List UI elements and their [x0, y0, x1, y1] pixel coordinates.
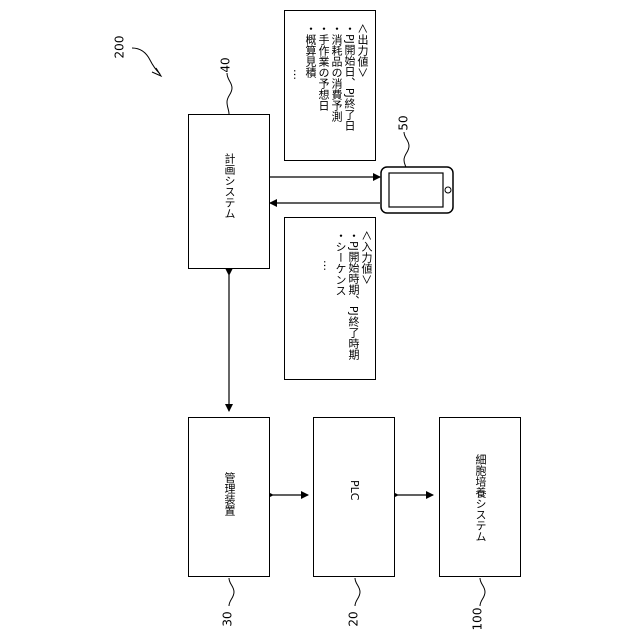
- leader-30: [229, 578, 234, 606]
- ref-20: 20: [347, 611, 361, 626]
- output-note-ellipsis: …: [291, 23, 304, 131]
- ref-30: 30: [221, 611, 235, 626]
- output-note-line-3: ・手作業の予想日: [317, 23, 330, 131]
- input-note-text: ＜入力値＞ ・PJ開始時期、PJ終了時期 ・シーケンス …: [321, 230, 373, 360]
- ref-200: 200: [112, 36, 126, 59]
- input-note-heading: ＜入力値＞: [360, 230, 373, 360]
- input-note-line-1: ・PJ開始時期、PJ終了時期: [347, 230, 360, 360]
- input-note-line-2: ・シーケンス: [334, 230, 347, 360]
- output-note-line-4: ・概算見積: [304, 23, 317, 131]
- ref-100: 100: [470, 608, 484, 631]
- leader-200: [132, 48, 160, 74]
- planning-system-box: 計画システム: [188, 114, 270, 269]
- terminal-home-button: [445, 187, 451, 193]
- leader-arrowhead-200: [152, 68, 161, 76]
- output-note-line-1: ・PJ開始日、PJ終了日: [343, 23, 356, 131]
- plc-label: PLC: [348, 480, 361, 500]
- planning-system-label: 計画システム: [223, 153, 236, 219]
- leader-50: [404, 132, 409, 168]
- output-note-heading: ＜出力値＞: [356, 23, 369, 131]
- input-note-ellipsis: …: [321, 230, 334, 360]
- ref-40: 40: [219, 57, 233, 72]
- output-note-box: ＜出力値＞ ・PJ開始日、PJ終了日 ・消耗品の消費予測 ・手作業の予想日 ・概…: [284, 10, 376, 161]
- management-device-box: 管理装置: [188, 417, 270, 577]
- output-note-text: ＜出力値＞ ・PJ開始日、PJ終了日 ・消耗品の消費予測 ・手作業の予想日 ・概…: [291, 23, 369, 131]
- leader-20: [355, 578, 360, 606]
- input-note-box: ＜入力値＞ ・PJ開始時期、PJ終了時期 ・シーケンス …: [284, 217, 376, 380]
- leader-40: [227, 73, 232, 114]
- ref-50: 50: [397, 115, 411, 130]
- management-device-label: 管理装置: [223, 472, 236, 516]
- output-note-line-2: ・消耗品の消費予測: [330, 23, 343, 131]
- plc-box: PLC: [313, 417, 395, 577]
- cell-culture-system-box: 細胞培養システム: [439, 417, 521, 577]
- leader-100: [480, 578, 485, 606]
- cell-culture-system-label: 細胞培養システム: [474, 454, 487, 542]
- terminal-screen: [389, 173, 443, 207]
